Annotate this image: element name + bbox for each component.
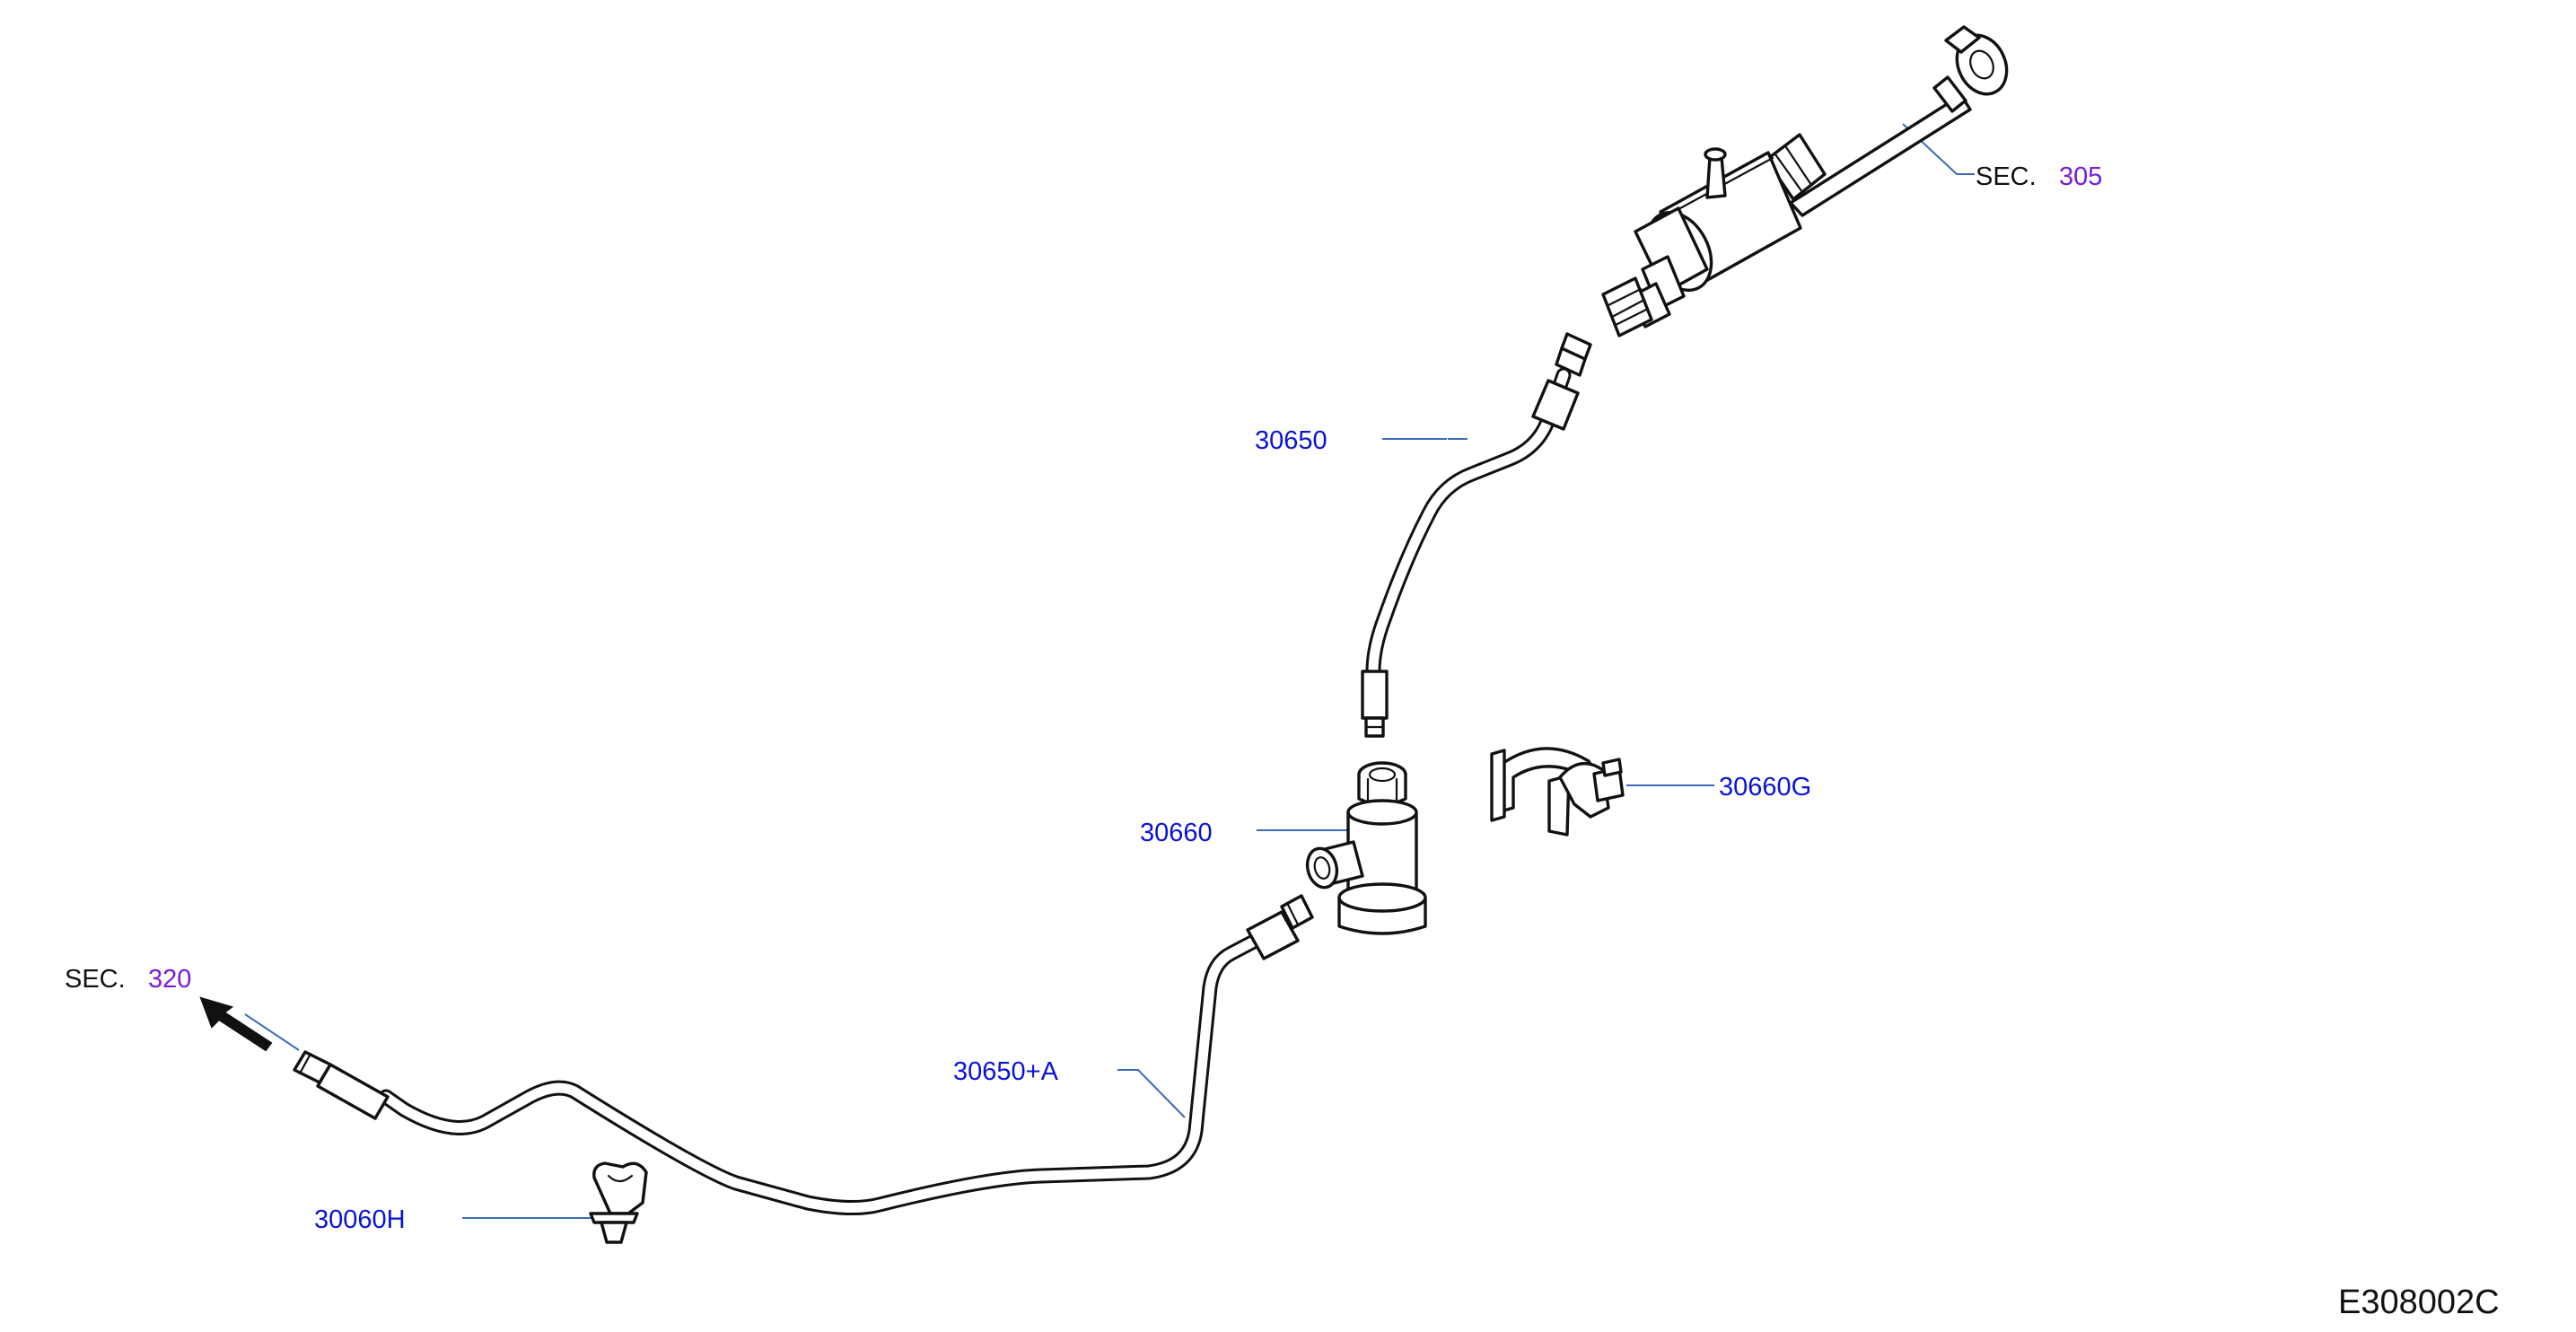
direction-arrow [199, 996, 273, 1052]
clip-stem [600, 1221, 628, 1244]
clutch-master-cylinder[interactable] [1601, 25, 2016, 337]
part-label-30660[interactable]: 30660 [1140, 819, 1213, 847]
clutch-damper[interactable] [1303, 761, 1427, 935]
leader-sec-320 [244, 1013, 300, 1051]
damper-bracket-clip[interactable] [1490, 747, 1625, 837]
quick-connector [1601, 276, 1653, 337]
reservoir-port [1705, 155, 1727, 199]
leader-lines [244, 123, 1975, 1219]
part-label-30660g[interactable]: 30660G [1719, 773, 1811, 802]
sec-305-prefix: SEC. [1976, 162, 2037, 191]
sec-305-number[interactable]: 305 [2059, 162, 2102, 191]
tube-lower-sleeve [1361, 670, 1389, 720]
push-rod [1789, 93, 1972, 217]
leader-30650a [1117, 1069, 1186, 1118]
tube-clip[interactable] [589, 1161, 648, 1244]
sec-320-prefix: SEC. [65, 965, 126, 994]
part-label-30060h[interactable]: 30060H [314, 1205, 406, 1234]
callout-labels: SEC. 305 30650 30660 30660G 30650+A 3006… [65, 162, 2500, 1321]
sec-320-number[interactable]: 320 [148, 965, 191, 994]
arrow-icon [199, 996, 273, 1052]
drawing-code: E308002C [2338, 1284, 2500, 1321]
part-label-30650a[interactable]: 30650+A [953, 1057, 1059, 1086]
tube-right-sleeve [1246, 910, 1300, 960]
clip-head [592, 1161, 648, 1215]
clutch-tube-upper[interactable] [1361, 332, 1592, 738]
tube-left-sleeve [316, 1063, 390, 1120]
tube-upper-sleeve [1531, 379, 1580, 431]
clutch-tube-lower[interactable] [293, 894, 1314, 1216]
part-label-30650[interactable]: 30650 [1255, 426, 1327, 455]
